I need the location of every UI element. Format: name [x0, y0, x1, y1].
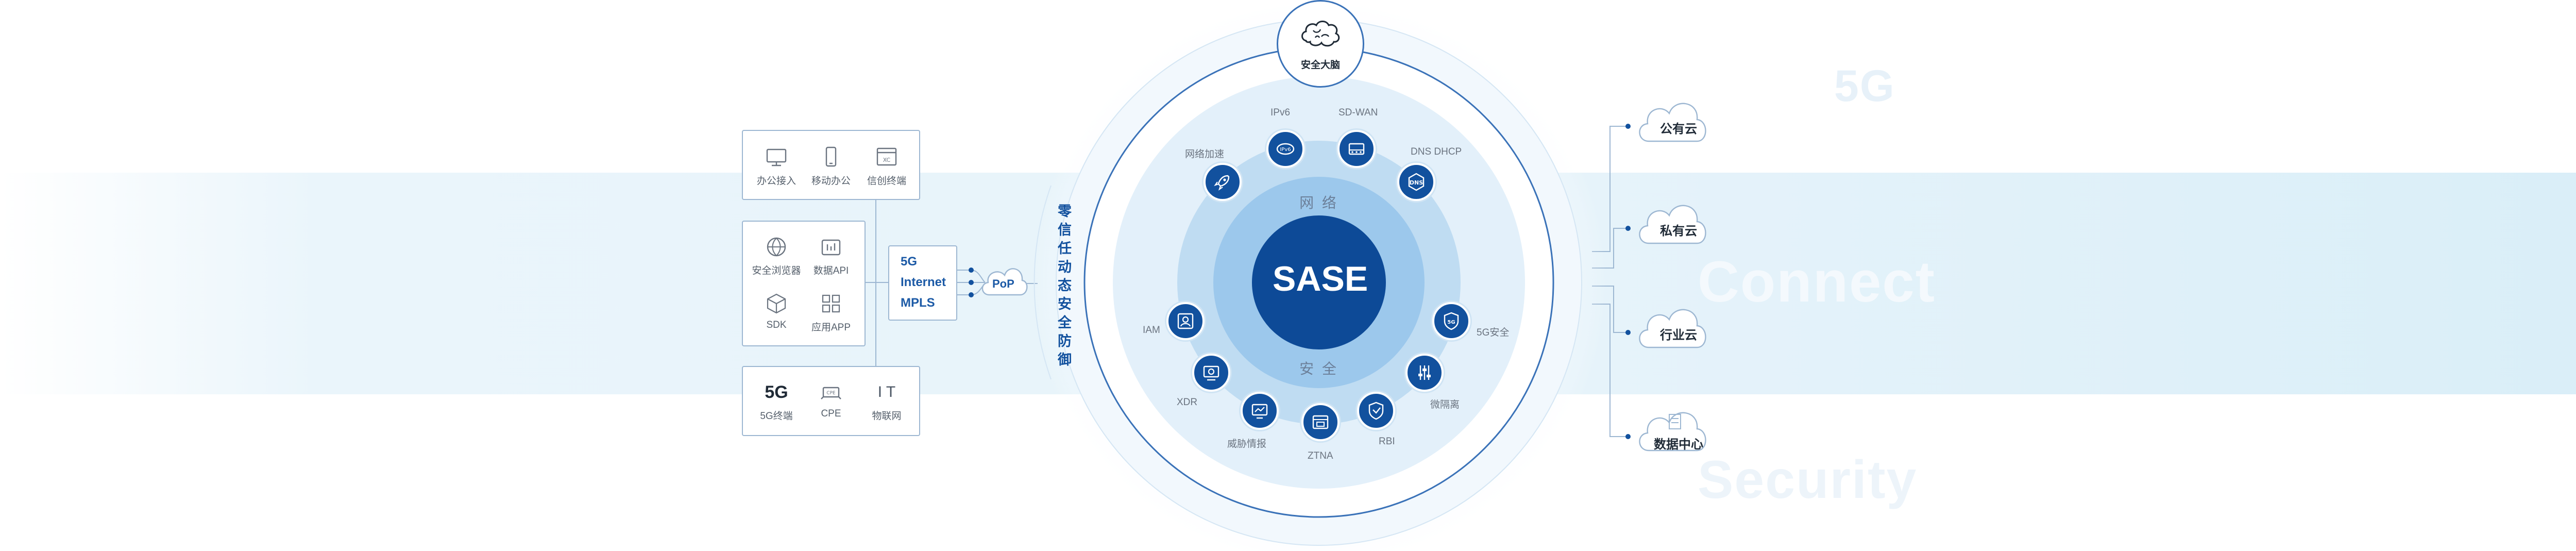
label-xdr: XDR [1177, 397, 1198, 408]
label-microsegmentation: 微隔离 [1430, 399, 1460, 410]
brain-icon [1301, 21, 1340, 47]
access-panel-apps: 安全浏览器 数据API SDK 应用APP [742, 221, 866, 346]
access-item-label: 物联网 [872, 411, 902, 422]
svg-text:CPE: CPE [826, 391, 836, 396]
rbi-shield-icon [1368, 402, 1384, 420]
bg-word-security: Security [1698, 450, 1918, 510]
access-item-label: 移动办公 [811, 176, 851, 187]
cloud-icon [1639, 309, 1706, 348]
access-item-apps[interactable]: 应用APP [803, 293, 859, 333]
security-ring-label: 安 全 [1299, 361, 1338, 377]
browser-icon [767, 237, 786, 257]
label-sdwan: SD-WAN [1338, 107, 1378, 118]
destination-public-cloud[interactable]: 公有云 [1633, 93, 1716, 149]
access-item-label: 应用APP [811, 322, 851, 333]
pop-label: PoP [992, 277, 1014, 290]
access-item-label: SDK [766, 320, 787, 330]
apps-icon [822, 294, 840, 313]
pop-cloud-icon [981, 268, 1028, 296]
destination-label: 公有云 [1660, 122, 1697, 136]
node-sdwan[interactable] [1337, 130, 1376, 168]
destination-label: 行业云 [1660, 328, 1697, 342]
node-dns[interactable]: DNS [1397, 163, 1435, 201]
node-ipv6[interactable]: IPv6 [1266, 130, 1304, 168]
label-iam: IAM [1143, 325, 1160, 336]
access-item-mobile[interactable]: 移动办公 [803, 146, 859, 187]
label-acceleration: 网络加速 [1185, 149, 1225, 160]
destination-label: 私有云 [1660, 224, 1697, 238]
label-dns: DNS DHCP [1411, 146, 1462, 157]
access-item-office[interactable]: 办公接入 [748, 146, 805, 187]
network-ring-label: 网 络 [1299, 195, 1338, 211]
sdk-cube-icon [767, 293, 786, 314]
node-xdr[interactable] [1192, 354, 1230, 392]
threat-intel-icon [1251, 404, 1268, 419]
iot-icon: I T [877, 383, 896, 400]
access-item-sdk[interactable]: SDK [748, 293, 805, 331]
access-item-cpe[interactable]: CPE CPE [803, 381, 859, 420]
destination-private-cloud[interactable]: 私有云 [1633, 195, 1716, 252]
access-item-label: 数据API [813, 265, 849, 276]
node-ztna[interactable] [1301, 403, 1340, 441]
link-5g: 5G [901, 255, 918, 269]
access-item-5g-terminal[interactable]: 5G 5G终端 [748, 381, 805, 422]
monitor-icon [766, 148, 787, 166]
zero-trust-label: 零信任动态安全防御 [1058, 204, 1072, 368]
phone-icon [825, 146, 837, 167]
label-rbi: RBI [1379, 436, 1395, 447]
access-item-label: 5G终端 [760, 411, 793, 422]
ztna-icon [1312, 415, 1329, 429]
node-threat-intel[interactable] [1241, 392, 1279, 430]
access-panel-office: 办公接入 移动办公 XC 信创终端 [742, 130, 920, 200]
link-types-box: 5G Internet MPLS [888, 245, 957, 321]
5g-shield-icon: 5G [1444, 312, 1459, 330]
node-microsegmentation[interactable] [1405, 354, 1444, 392]
node-iam[interactable] [1166, 302, 1205, 340]
cloud-icon [1639, 103, 1706, 142]
destination-data-center[interactable]: 数据中心 [1633, 397, 1716, 459]
svg-text:IPv6: IPv6 [1280, 147, 1291, 153]
cpe-icon: CPE [821, 387, 841, 399]
node-5g-security[interactable]: 5G [1432, 302, 1470, 340]
access-item-xc-terminal[interactable]: XC 信创终端 [858, 146, 915, 187]
cloud-icon [1639, 205, 1706, 244]
access-item-label: 安全浏览器 [752, 265, 801, 276]
api-icon [821, 239, 841, 256]
node-acceleration[interactable] [1204, 163, 1242, 201]
iam-icon [1177, 313, 1194, 329]
svg-text:5G: 5G [1447, 320, 1455, 325]
label-5g-security: 5G安全 [1477, 327, 1510, 338]
label-ipv6: IPv6 [1270, 107, 1291, 118]
access-item-label: 办公接入 [756, 176, 796, 187]
access-item-api[interactable]: 数据API [803, 236, 859, 277]
label-ztna: ZTNA [1308, 450, 1333, 461]
access-item-label: 信创终端 [867, 176, 906, 187]
link-internet: Internet [901, 275, 946, 289]
rocket-icon [1214, 175, 1230, 191]
dns-icon: DNS [1408, 173, 1425, 191]
5g-terminal-icon: 5G [765, 382, 788, 402]
link-mpls: MPLS [901, 296, 935, 310]
svg-text:DNS: DNS [1410, 179, 1423, 186]
sliders-icon [1418, 365, 1431, 380]
svg-text:XC: XC [883, 157, 891, 163]
datacenter-cloud-icon [1639, 412, 1706, 452]
bg-word-connect: Connect [1698, 249, 1936, 314]
destination-industry-cloud[interactable]: 行业云 [1633, 299, 1716, 356]
xdr-icon [1203, 365, 1219, 381]
node-rbi[interactable] [1357, 392, 1395, 430]
xc-terminal-icon: XC [876, 147, 897, 166]
security-brain-node[interactable]: 安全大脑 [1277, 0, 1364, 88]
label-threat-intel: 威胁情报 [1227, 439, 1267, 449]
destination-label: 数据中心 [1654, 438, 1703, 452]
sdwan-icon [1348, 143, 1365, 155]
sase-title: SASE [1273, 259, 1368, 298]
access-item-label: CPE [821, 408, 841, 419]
access-item-browser[interactable]: 安全浏览器 [748, 236, 805, 277]
ipv6-icon: IPv6 [1276, 143, 1295, 155]
brain-label: 安全大脑 [1300, 60, 1340, 71]
bg-word-5g: 5G [1834, 61, 1895, 111]
access-item-iot[interactable]: I T 物联网 [858, 381, 915, 422]
access-panel-terminals: 5G 5G终端 CPE CPE I T 物联网 [742, 366, 920, 436]
